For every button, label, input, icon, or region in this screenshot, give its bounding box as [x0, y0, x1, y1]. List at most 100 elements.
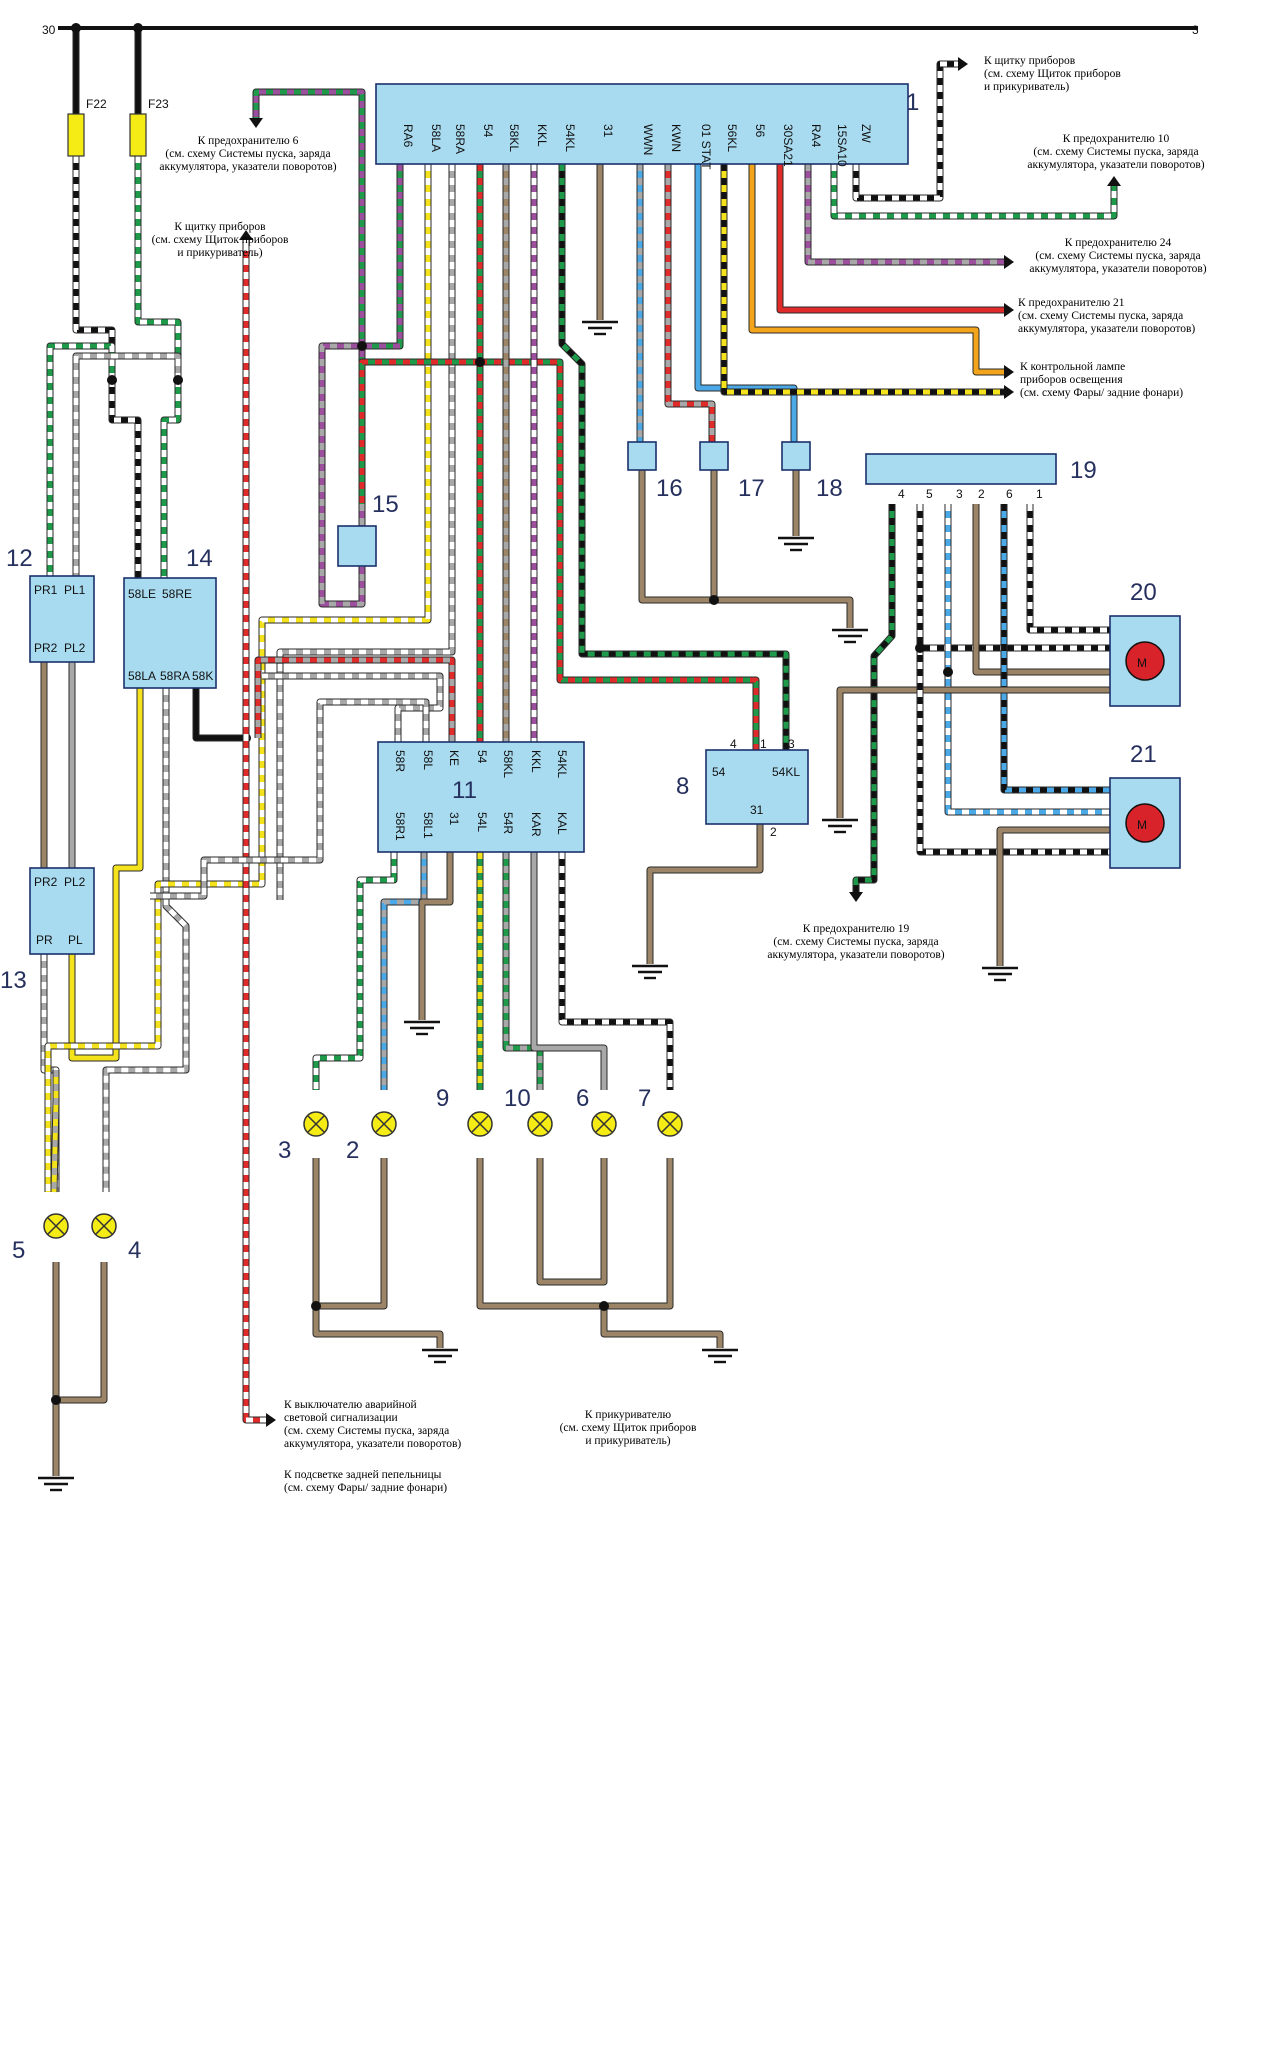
block-19-conn-4: 4	[898, 487, 905, 501]
wire-11-31	[418, 852, 454, 1020]
lamp-4-icon	[91, 1213, 117, 1239]
component-15: 15	[337, 491, 399, 567]
motor-21-icon	[1125, 803, 1165, 843]
block-11-number: 11	[452, 777, 477, 804]
block-1-pin: 30SA21	[781, 124, 795, 167]
bus-30: 30 3	[42, 23, 1199, 37]
block-1-pin: 56	[753, 124, 767, 138]
motor-20-number: 20	[1130, 579, 1157, 606]
note-n1-line: К щитку приборов	[984, 55, 1076, 67]
ground-icon	[822, 818, 858, 834]
wire-lamps-right-gnd	[476, 1158, 674, 1310]
block-8-pin-54: 54	[712, 765, 726, 779]
fuse-f23: F23	[129, 97, 169, 157]
block-11-top-pin: 58R	[393, 750, 407, 772]
component-17: 17	[699, 441, 765, 502]
block-8-pin-54kl: 54KL	[772, 765, 800, 779]
block-19-wiper-switch: 4 5 3 2 6 1 19	[865, 453, 1097, 501]
wire-lamps-right-g2	[536, 1158, 608, 1286]
note-n5-line: К предохранителю 24	[1065, 237, 1172, 249]
component-18: 18	[781, 441, 843, 502]
block-14-pin-58le: 58LE	[128, 587, 156, 601]
block-1-pin: 56KL	[725, 124, 739, 152]
note-n7-line: приборов освещения	[1020, 374, 1123, 386]
block-1-pin: KWN	[669, 124, 683, 152]
wire-14-58la	[68, 688, 144, 1062]
fuse-f22: F22	[67, 97, 107, 157]
block-8-relay: 54 54KL 31 4 1 3 2 8	[676, 737, 809, 839]
block-8-conn-3: 3	[788, 737, 795, 751]
block-1-pin: RA6	[401, 124, 415, 148]
block-13-pin-pr2: PR2	[34, 875, 58, 889]
block-11-bottom-pin: 54R	[501, 812, 515, 834]
component-17-number: 17	[738, 475, 765, 502]
block-19-conn-1: 1	[1036, 487, 1043, 501]
wire-19-4	[849, 504, 896, 902]
note-n4-line: К щитку приборов	[174, 221, 266, 233]
wire-11-58r	[262, 672, 444, 742]
wire-11-kar	[530, 852, 608, 1090]
lamp-6-icon	[591, 1111, 617, 1137]
wire-11-58r1	[312, 852, 398, 1090]
component-15-number: 15	[372, 491, 399, 518]
ground-icon	[982, 966, 1018, 982]
ground-icon	[582, 320, 618, 336]
block-1-pin: RA4	[809, 124, 823, 148]
bus-right-label: 3	[1192, 23, 1199, 37]
reference-notes: К щитку приборов(см. схему Щиток приборо…	[152, 55, 1207, 1494]
block-1-pin: 01 STAT	[699, 124, 713, 170]
ground-icon	[832, 628, 868, 644]
motor-21-number: 21	[1130, 741, 1157, 768]
note-n6-line: К предохранителю 21	[1018, 297, 1125, 309]
note-n6-line: аккумулятора, указатели поворотов)	[1018, 323, 1195, 335]
ground-symbols	[38, 320, 1018, 1492]
note-n2-line: (см. схему Системы пуска, заряда	[165, 148, 330, 160]
block-11-top-pin: 58L	[421, 750, 435, 770]
note-n10-line: (см. схему Фары/ задние фонари)	[284, 1482, 447, 1494]
note-n10-line: К подсветке задней пепельницы	[284, 1469, 442, 1481]
note-n8-line: (см. схему Системы пуска, заряда	[773, 936, 938, 948]
wire-1-kwn	[664, 164, 716, 442]
block-14-pin-58k: 58K	[192, 669, 213, 683]
note-n4-line: (см. схему Щиток приборов	[152, 234, 289, 246]
block-1-pin: 58LA	[429, 124, 443, 152]
wire-lamps-23-gnd	[312, 1158, 388, 1310]
note-n11-line: К прикуривателю	[585, 1409, 672, 1421]
wire-19-3	[944, 504, 1110, 816]
note-n2-line: аккумулятора, указатели поворотов)	[159, 161, 336, 173]
block-13-pin-pl: PL	[68, 933, 83, 947]
motor-20: M 20	[1109, 579, 1181, 707]
lamp-4-number: 4	[128, 1237, 141, 1264]
svg-text:M: M	[1137, 818, 1147, 832]
wire-16-gnd	[638, 470, 854, 628]
block-14-pin-58re: 58RE	[162, 587, 192, 601]
note-n9-line: световой сигнализации	[284, 1412, 398, 1424]
block-11-bottom-pin: 54L	[475, 812, 489, 832]
wires	[40, 23, 1121, 1476]
block-1-pin: 15SA10	[835, 124, 849, 167]
note-n3-line: К предохранителю 10	[1063, 133, 1170, 145]
wire-13-l5b	[50, 1070, 60, 1193]
wire-1-58ra	[276, 164, 456, 900]
svg-text:M: M	[1137, 656, 1147, 670]
block-13-pin-pl2: PL2	[64, 875, 86, 889]
note-n8-line: К предохранителю 19	[803, 923, 910, 935]
block-19-conn-6: 6	[1006, 487, 1013, 501]
ground-icon	[38, 1476, 74, 1492]
block-8-conn-4: 4	[730, 737, 737, 751]
block-1-pin: KKL	[535, 124, 549, 147]
lamp-9-number: 9	[436, 1085, 449, 1112]
component-16-number: 16	[656, 475, 683, 502]
block-1-pin: 58KL	[507, 124, 521, 152]
wire-1-56kl	[720, 164, 1014, 399]
wire-1-ra4	[804, 164, 1014, 269]
wire-1-zw	[852, 57, 968, 202]
wire-11-58l	[150, 698, 430, 900]
block-12-number: 12	[6, 545, 33, 572]
wire-gnd-54	[52, 1262, 108, 1404]
motor-21: M 21	[1109, 741, 1181, 869]
wire-19-1	[1026, 504, 1110, 634]
lamp-10-number: 10	[504, 1085, 531, 1112]
